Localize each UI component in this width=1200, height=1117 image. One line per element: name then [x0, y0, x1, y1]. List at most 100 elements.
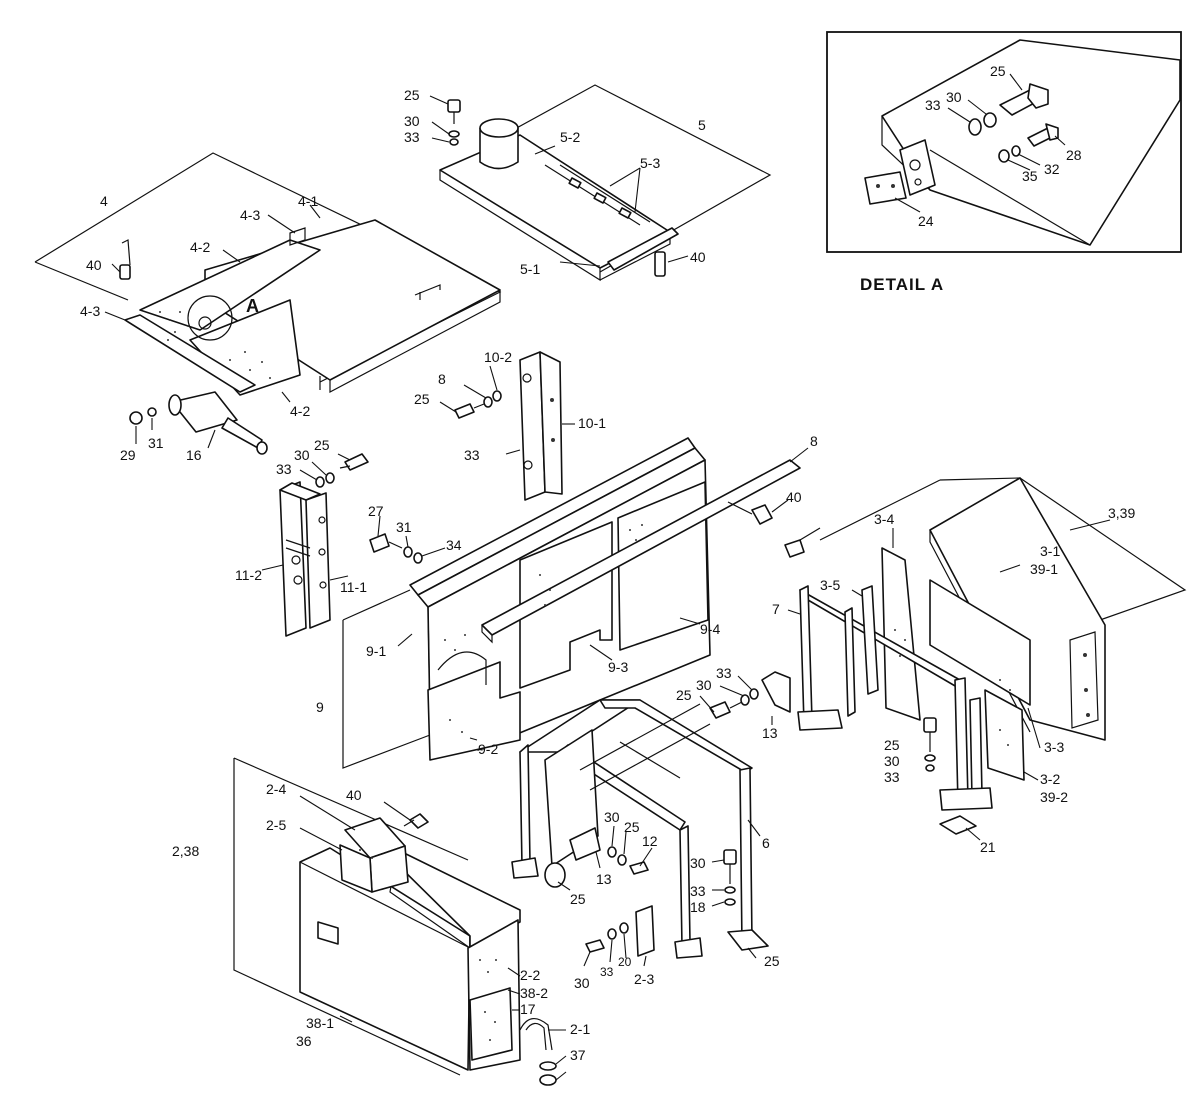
- label-4-2: 4-2: [190, 239, 210, 255]
- label-13: 13: [762, 725, 778, 741]
- label-33: 33: [716, 665, 732, 681]
- label-10-2: 10-1: [578, 415, 606, 431]
- label-30: 30: [294, 447, 310, 463]
- label-25: 25: [414, 391, 430, 407]
- label-33: 18: [690, 899, 706, 915]
- label-36: 37: [570, 1047, 586, 1063]
- label-25: 25: [676, 687, 692, 703]
- base-frame-6: [511, 699, 769, 967]
- label-4-3: 4-3: [240, 207, 260, 223]
- label-2-3: 2-2: [520, 967, 540, 983]
- detail-label-24: 24: [918, 213, 934, 229]
- label-2-4: 2-4: [266, 781, 286, 797]
- label-3-3: 3-3: [1044, 739, 1064, 755]
- label-8: 8: [810, 433, 818, 449]
- label-5-2: 5-2: [560, 129, 580, 145]
- label-2-1: 38-1: [306, 1015, 334, 1031]
- label-30: 30: [884, 753, 900, 769]
- hinge-bracket-11: [261, 453, 369, 637]
- label-9-2: 9-2: [478, 741, 498, 757]
- label-9-4: 9-4: [700, 621, 720, 637]
- label-30: 30: [696, 677, 712, 693]
- detail-label-33: 33: [925, 97, 941, 113]
- detail-label-30: 30: [946, 89, 962, 105]
- label-11-1: 11-1: [340, 579, 367, 595]
- front-panel-assembly-2: [233, 757, 567, 1086]
- plate-assembly-5: [429, 84, 772, 282]
- label-25: 25: [404, 87, 420, 103]
- label-29: 29: [120, 447, 136, 463]
- bracket-10: [439, 351, 575, 501]
- label-5: 5: [698, 117, 706, 133]
- label-30: 30: [404, 113, 420, 129]
- label-10-1: 33: [464, 447, 480, 463]
- label-4-2: 4-2: [290, 403, 310, 419]
- label-33: 33: [276, 461, 292, 477]
- table-assembly-4: [34, 152, 502, 403]
- label-5-3: 5-3: [640, 155, 660, 171]
- label-9: 9: [316, 699, 324, 715]
- label-2-38: 2,38: [172, 843, 199, 859]
- label-30: 33: [600, 965, 614, 979]
- detail-a-panel: 25 33 30 28 35 32 24: [826, 31, 1182, 253]
- label-11-2: 11-2: [235, 567, 262, 583]
- label-40: 40: [786, 489, 802, 505]
- label-A: A: [246, 296, 259, 316]
- gas-spring-16: [129, 391, 268, 455]
- detail-label-35: 35: [1022, 168, 1038, 184]
- label-4-1: 4-1: [298, 193, 318, 209]
- frame-panel-assembly-9: [342, 437, 821, 769]
- label-34: 34: [446, 537, 462, 553]
- label-31: 31: [396, 519, 412, 535]
- label-4-3: 4-3: [80, 303, 100, 319]
- label-25: 25: [314, 437, 330, 453]
- label-33: 33: [884, 769, 900, 785]
- label-12: 13: [596, 871, 612, 887]
- side-panel-assembly-3: [699, 477, 1187, 841]
- label-30: 33: [690, 883, 706, 899]
- label-21: 21: [980, 839, 996, 855]
- label-9-1: 9-1: [366, 643, 386, 659]
- label-25: 25: [884, 737, 900, 753]
- label-17: 2-1: [570, 1021, 590, 1037]
- label-6: 6: [762, 835, 770, 851]
- label-18: 25: [764, 953, 780, 969]
- label-33: 33: [404, 129, 420, 145]
- label-25: 30: [574, 975, 590, 991]
- label-33: 10-2: [484, 349, 512, 365]
- label-30: 25: [624, 819, 640, 835]
- label-39-1: 39-1: [1030, 561, 1058, 577]
- label-38-1: 36: [296, 1033, 312, 1049]
- detail-a-title: DETAIL A: [860, 275, 944, 294]
- detail-label-28: 28: [1066, 147, 1082, 163]
- label-20: 2-3: [634, 971, 654, 987]
- label-38-2: 17: [520, 1001, 536, 1017]
- label-3-1: 3-1: [1040, 543, 1060, 559]
- label-7: 7: [772, 601, 780, 617]
- label-3-4: 3-4: [874, 511, 894, 527]
- label-2-5: 2-5: [266, 817, 286, 833]
- label-30: 8: [438, 371, 446, 387]
- detail-label-25: 25: [990, 63, 1006, 79]
- label-31: 31: [148, 435, 164, 451]
- label-33: 20: [618, 955, 632, 969]
- label-40: 40: [346, 787, 362, 803]
- label-4: 4: [100, 193, 108, 209]
- label-13: 25: [570, 891, 586, 907]
- label-27: 27: [368, 503, 384, 519]
- label-16: 16: [186, 447, 202, 463]
- label-33: 30: [604, 809, 620, 825]
- label-3-5: 3-5: [820, 577, 840, 593]
- label-3-39: 3,39: [1108, 505, 1135, 521]
- label-9-3: 9-3: [608, 659, 628, 675]
- label-39-2: 39-2: [1040, 789, 1068, 805]
- label-25: 30: [690, 855, 706, 871]
- label-3-2: 3-2: [1040, 771, 1060, 787]
- label-5-1: 5-1: [520, 261, 540, 277]
- label-40: 40: [690, 249, 706, 265]
- label-40: 40: [86, 257, 102, 273]
- detail-label-32: 32: [1044, 161, 1060, 177]
- label-2-2: 38-2: [520, 985, 548, 1001]
- label-25: 12: [642, 833, 658, 849]
